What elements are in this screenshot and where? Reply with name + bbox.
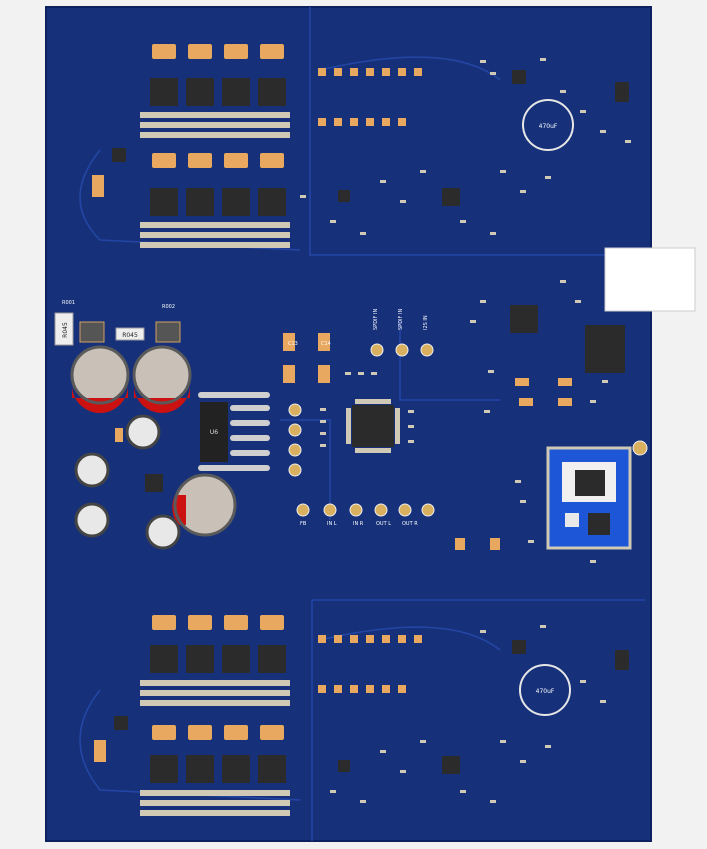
- center-smd-scatter: [320, 372, 414, 447]
- bottom-output-header-row2: [318, 685, 406, 693]
- regulator-u6-label: U6: [210, 429, 218, 436]
- power-diode: [115, 428, 123, 442]
- power-ic: [145, 474, 163, 492]
- bottom-470uf-cap: [519, 664, 571, 716]
- out-l-label: OUT L: [376, 521, 391, 527]
- antenna-jack: [632, 440, 648, 456]
- top-output-header-row1: [318, 68, 422, 76]
- bottom-amp-tan-caps: [152, 615, 284, 740]
- out-r-label: OUT R: [402, 521, 418, 527]
- bottom-470uf-label: 470uF: [536, 688, 555, 695]
- small-electrolytic-caps: [74, 414, 181, 550]
- section-outlines: [79, 7, 645, 841]
- bottom-left-ic: [114, 716, 128, 730]
- bulk-electrolytic-caps: [70, 345, 237, 537]
- bottom-amp-mosfets: [150, 645, 286, 783]
- top-amp-mosfets: [150, 78, 286, 216]
- shunt-r045-left-label: R045: [62, 322, 69, 338]
- side-jacks: [288, 403, 302, 477]
- bottom-left-inductor: [94, 740, 106, 762]
- bottom-jacks: [296, 503, 435, 517]
- bottom-right-ic-b: [615, 650, 629, 670]
- shunt-r045-left: [54, 312, 74, 346]
- c14-label: C14: [321, 341, 331, 347]
- spdif-label-b: SPDIF IN: [398, 309, 404, 330]
- spdif-label-a: SPDIF IN: [373, 309, 379, 330]
- bottom-mid-ic-a: [338, 760, 350, 772]
- bottom-output-header-row1: [318, 635, 422, 643]
- r001-label: R001: [62, 300, 75, 306]
- top-470uf-label: 470uF: [539, 123, 558, 130]
- inductor-left: [79, 321, 105, 343]
- heatsink: [198, 392, 270, 471]
- top-470uf-cap: [522, 99, 574, 151]
- usb-connector: [604, 247, 696, 312]
- top-amp-tan-caps: [152, 44, 284, 168]
- regulator-u6: [200, 402, 228, 462]
- shunt-r045-mid: [115, 327, 145, 341]
- c13-label: C13: [288, 341, 298, 347]
- i2s-label: I2S IN: [423, 315, 429, 330]
- bottom-right-ic-a: [512, 640, 526, 654]
- top-mid-ic-a: [338, 190, 350, 202]
- mcu-qfn: [510, 305, 538, 333]
- bt-module: [546, 446, 632, 550]
- shunt-r045-mid-label: R045: [122, 332, 138, 339]
- dsp-pins: [346, 399, 400, 453]
- bottom-mid-ic-b: [442, 756, 460, 774]
- top-right-ic-a: [512, 70, 526, 84]
- in-r-label: IN R: [353, 521, 364, 527]
- top-left-ic: [112, 148, 126, 162]
- input-jacks: [370, 343, 434, 357]
- inductor-right: [155, 321, 181, 343]
- top-left-inductor: [92, 175, 104, 197]
- in-l-label: IN L: [327, 521, 337, 527]
- usb-bridge-ic: [585, 325, 625, 373]
- top-amp-passive-rows: [140, 112, 290, 248]
- right-smd-scatter: [470, 280, 608, 563]
- top-right-ic-b: [615, 82, 629, 102]
- top-mid-ic-b: [442, 188, 460, 206]
- dsp-chip: [352, 405, 394, 447]
- bottom-smd-scatter: [330, 625, 606, 803]
- top-output-header-row2: [318, 118, 406, 126]
- bottom-amp-passive-rows: [140, 680, 290, 816]
- right-tan-caps: [455, 378, 572, 550]
- top-smd-scatter: [300, 58, 631, 235]
- fb-label: FB: [300, 521, 307, 527]
- tantalum-center: [283, 333, 330, 383]
- r002-label: R002: [162, 304, 175, 310]
